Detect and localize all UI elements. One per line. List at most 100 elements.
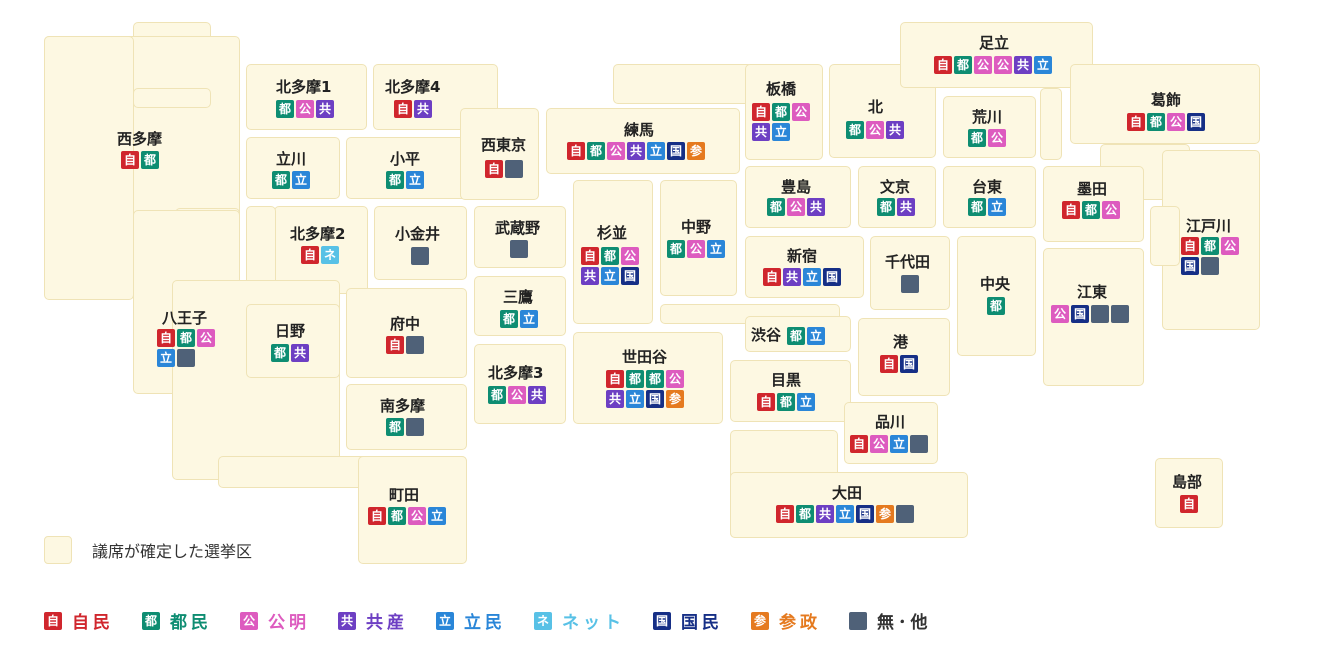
seat-tomin-icon: 都 (500, 310, 518, 328)
district-name: 西東京 (481, 136, 527, 154)
seat-kyosan-icon: 共 (316, 100, 334, 118)
district-name: 日野 (275, 322, 306, 340)
legend-label: ネット (562, 613, 625, 633)
district-region[interactable] (1040, 88, 1062, 160)
district-region[interactable] (546, 108, 740, 174)
district-region[interactable] (460, 108, 539, 200)
district-region[interactable] (1150, 206, 1180, 266)
district-name: 府中 (390, 315, 421, 333)
district-seats: 自都公立 (368, 507, 468, 525)
district-seats: 都公共 (767, 198, 837, 216)
district-name: 北 (868, 98, 884, 116)
seat-komei-icon: 公 (870, 435, 888, 453)
district-region[interactable] (730, 360, 851, 422)
legend-kyosan-icon: 共 (338, 611, 356, 630)
district-region[interactable] (346, 288, 467, 378)
seat-kyosan-icon: 共 (1014, 56, 1032, 74)
seat-komei-icon: 公 (866, 121, 884, 139)
district-region[interactable] (613, 64, 753, 104)
seat-sansei-icon: 参 (876, 505, 894, 523)
seat-rikken-icon: 立 (988, 198, 1006, 216)
seat-komei-icon: 公 (197, 329, 215, 347)
district-region[interactable] (133, 88, 211, 108)
district-region[interactable] (745, 166, 851, 228)
seat-kokumin-icon: 国 (646, 390, 664, 408)
district-region[interactable] (844, 402, 938, 464)
seat-rikken-icon: 立 (647, 142, 665, 160)
district-region[interactable] (374, 206, 467, 280)
seat-kyosan-icon: 共 (627, 142, 645, 160)
district-region[interactable] (474, 206, 566, 268)
district-seats: 都立 (787, 327, 847, 345)
seat-kokumin-icon: 国 (1187, 113, 1205, 131)
district-region[interactable] (246, 137, 340, 199)
district-region[interactable] (943, 96, 1036, 158)
district-region[interactable] (474, 344, 566, 424)
district-region[interactable] (1155, 458, 1223, 528)
seat-tomin-icon: 都 (386, 418, 404, 436)
seat-jimin-icon: 自 (581, 247, 599, 265)
district-region[interactable] (858, 166, 936, 228)
district-region[interactable] (745, 236, 864, 298)
legend-komei-icon: 公 (240, 611, 258, 630)
seat-tomin-icon: 都 (968, 198, 986, 216)
district-name: 島部 (1172, 473, 1203, 491)
legend-item-net: ネネット (534, 608, 625, 633)
district-region[interactable] (246, 304, 340, 378)
district-name: 中央 (980, 275, 1011, 293)
district-name: 武蔵野 (495, 219, 541, 237)
legend-kokumin-icon: 国 (653, 611, 671, 630)
district-name: 新宿 (787, 247, 818, 265)
district-region[interactable] (246, 64, 367, 130)
seat-sansei-icon: 参 (687, 142, 705, 160)
seat-rikken-icon: 立 (807, 327, 825, 345)
seat-other-icon (406, 336, 424, 354)
seat-tomin-icon: 都 (488, 386, 506, 404)
district-name: 北多摩3 (488, 364, 544, 382)
seat-kokumin-icon: 国 (856, 505, 874, 523)
district-seats: 都立 (968, 198, 1028, 216)
district-seats: 自都都公共立国参 (606, 370, 696, 408)
district-region[interactable] (660, 180, 737, 296)
district-seats: 都 (987, 297, 1027, 315)
district-region[interactable] (346, 137, 467, 199)
district-seats: 自共 (394, 100, 454, 118)
seat-jimin-icon: 自 (368, 507, 386, 525)
seat-jimin-icon: 自 (752, 103, 770, 121)
seat-kokumin-icon: 国 (1071, 305, 1089, 323)
confirmed-label: 議席が確定した選挙区 (92, 542, 253, 561)
district-name: 江東 (1077, 283, 1108, 301)
seat-komei-icon: 公 (792, 103, 810, 121)
seat-komei-icon: 公 (988, 129, 1006, 147)
district-seats: 都立 (272, 171, 332, 189)
district-region[interactable] (346, 384, 467, 450)
district-region[interactable] (1070, 64, 1260, 144)
seat-tomin-icon: 都 (388, 507, 406, 525)
seat-komei-icon: 公 (296, 100, 314, 118)
district-seats: 自都公国 (1127, 113, 1227, 131)
district-name: 世田谷 (622, 348, 668, 366)
district-seats: 都公共 (846, 121, 916, 139)
legend-other-icon (849, 611, 867, 630)
district-name: 北多摩1 (276, 78, 332, 96)
seat-kokumin-icon: 国 (823, 268, 841, 286)
district-region[interactable] (943, 166, 1036, 228)
district-name: 江戸川 (1186, 217, 1232, 235)
district-name: 葛飾 (1151, 91, 1182, 109)
seat-rikken-icon: 立 (803, 268, 821, 286)
seat-sansei-icon: 参 (666, 390, 684, 408)
seat-komei-icon: 公 (994, 56, 1012, 74)
district-name: 墨田 (1077, 180, 1108, 198)
district-region[interactable] (870, 236, 950, 310)
seat-rikken-icon: 立 (836, 505, 854, 523)
seat-kyosan-icon: 共 (581, 267, 599, 285)
district-name: 港 (893, 333, 909, 351)
district-region[interactable] (957, 236, 1036, 356)
seat-tomin-icon: 都 (1147, 113, 1165, 131)
confirmed-legend: 議席が確定した選挙区 (44, 536, 252, 564)
legend-label: 公明 (268, 613, 310, 633)
seat-tomin-icon: 都 (646, 370, 664, 388)
district-region[interactable] (900, 22, 1093, 88)
seat-komei-icon: 公 (607, 142, 625, 160)
seat-other-icon (1091, 305, 1109, 323)
